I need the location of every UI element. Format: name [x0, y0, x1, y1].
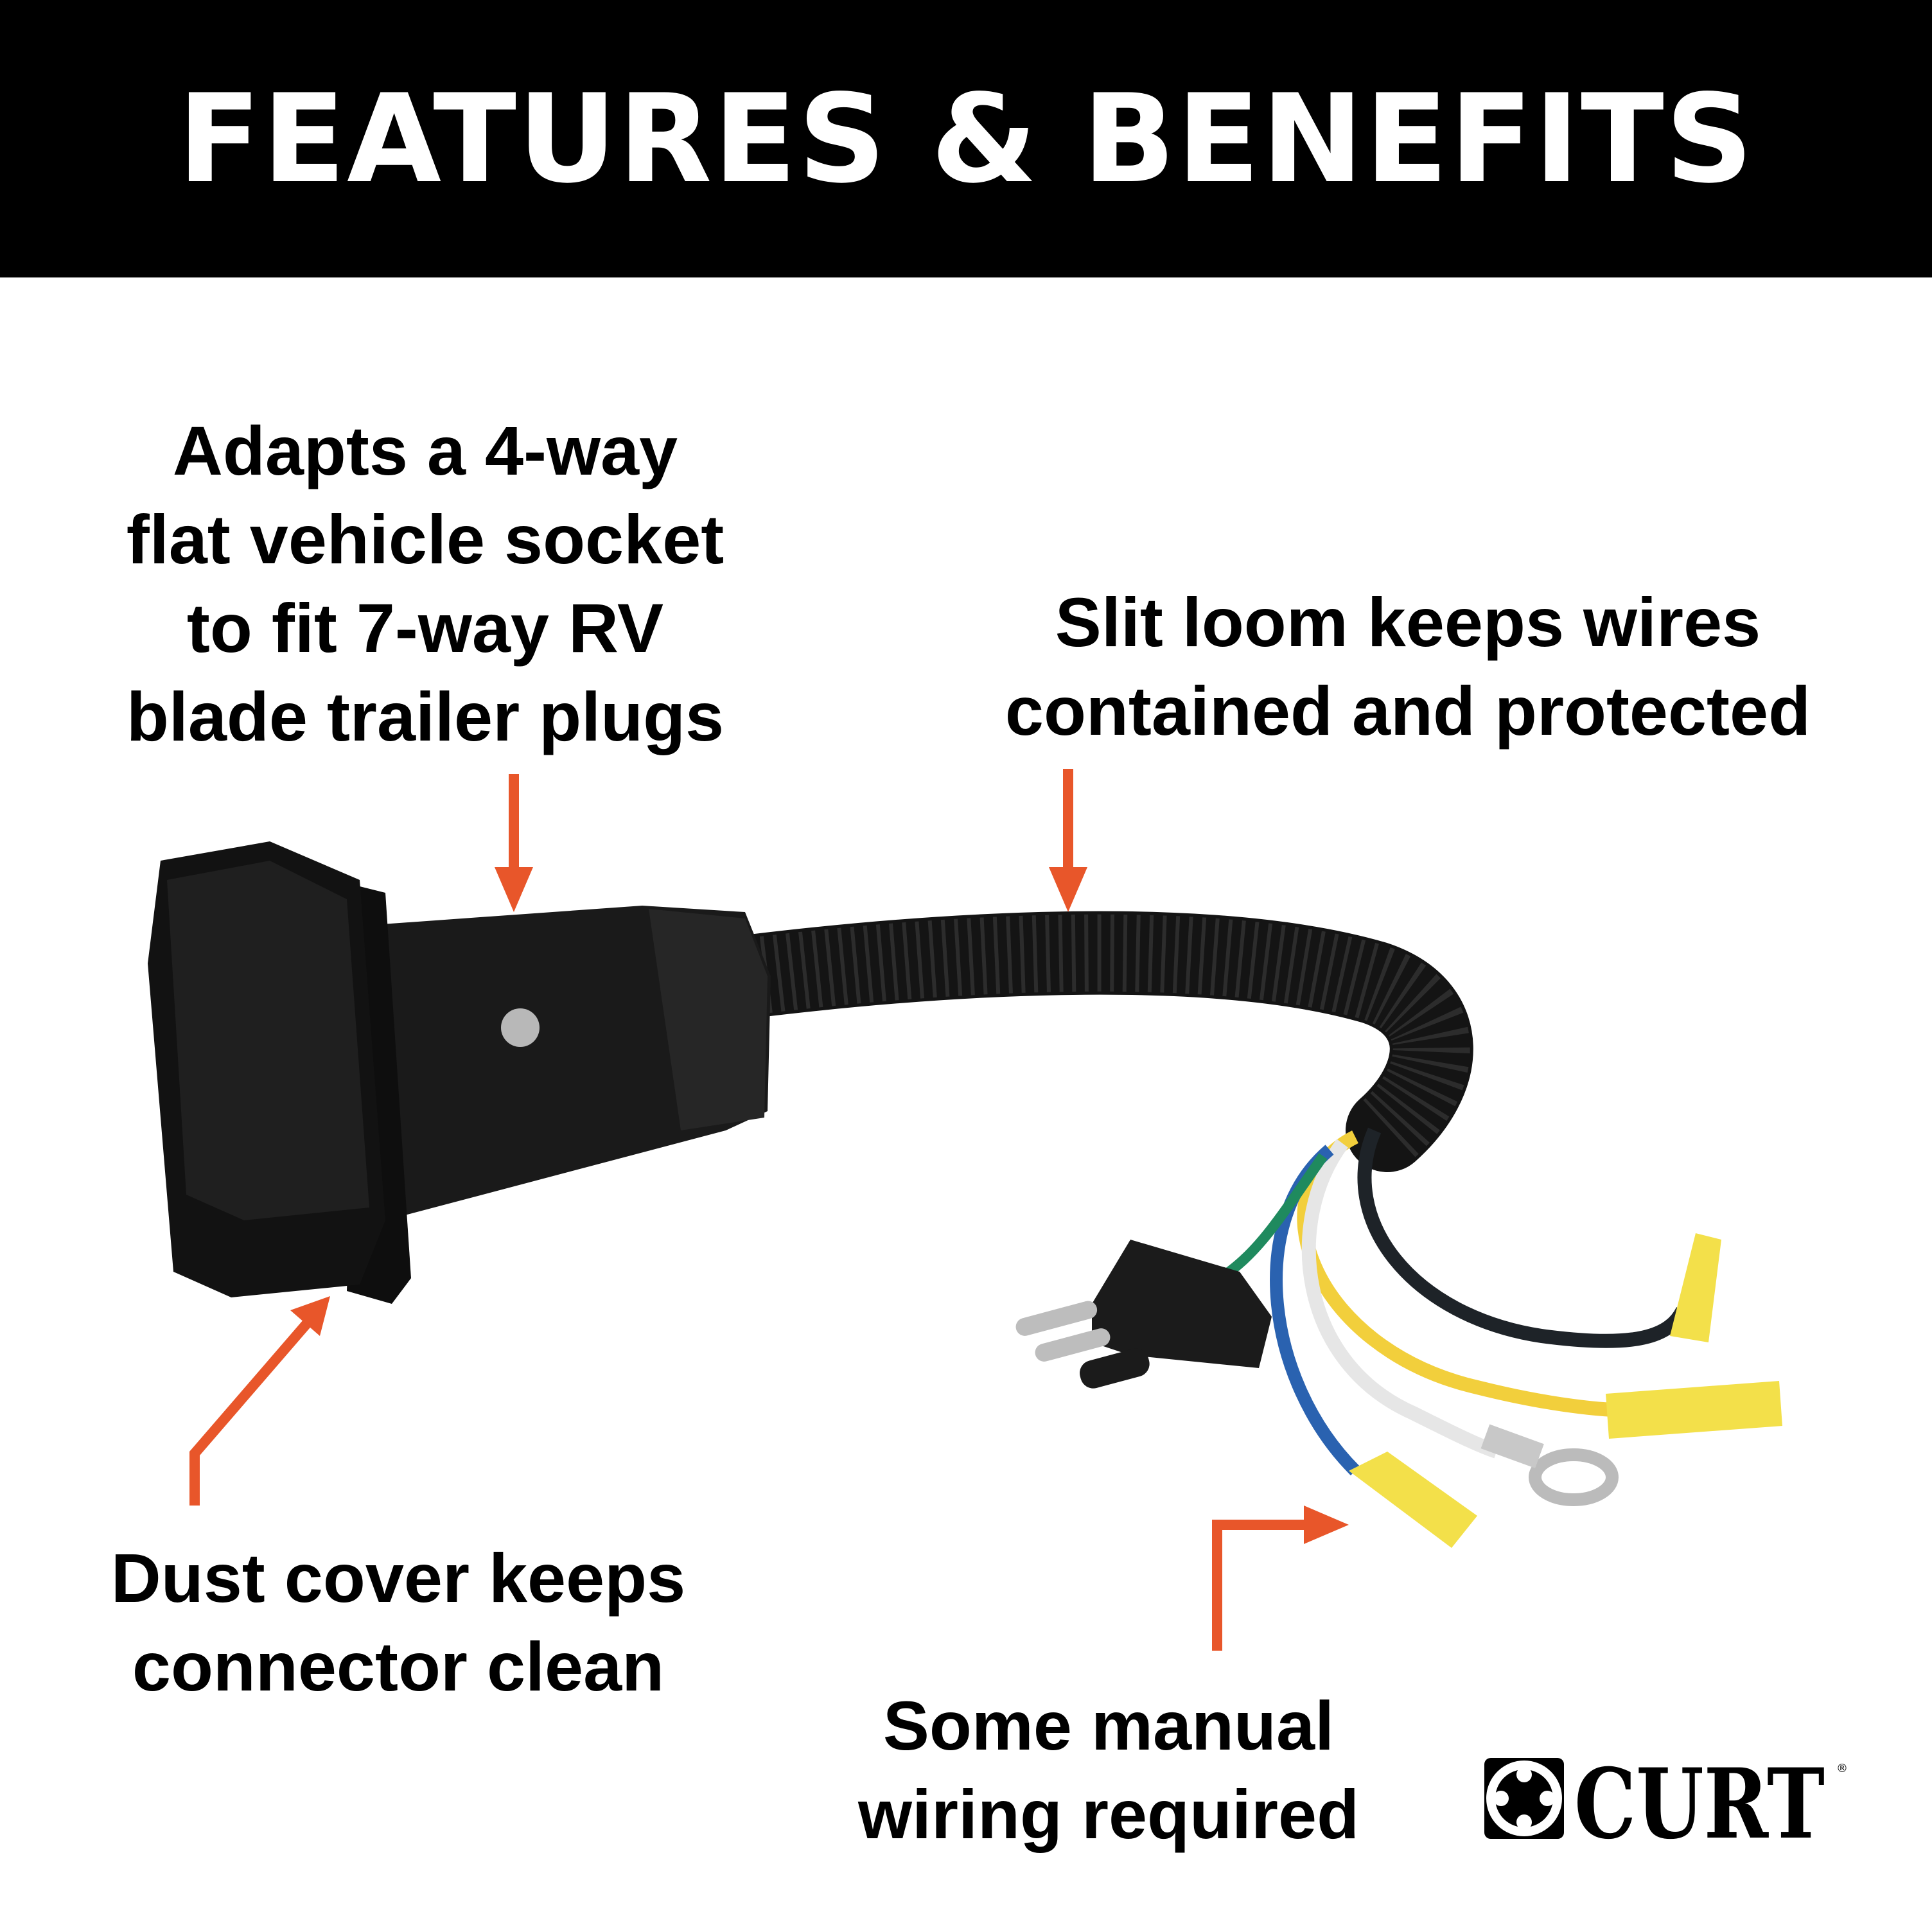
- callout-line: Some manual: [883, 1687, 1335, 1764]
- arrow-wiring: [1212, 1506, 1349, 1651]
- arrow-loom: [1049, 769, 1087, 912]
- 4-way-flat-plug: [1015, 1240, 1272, 1389]
- arrow-dust-cover: [189, 1296, 330, 1506]
- header-banner: FEATURES & BENEFITS: [0, 0, 1932, 277]
- callout-loom: Slit loom keeps wires contained and prot…: [1005, 578, 1811, 755]
- callout-line: Adapts a 4-way: [172, 412, 678, 489]
- callout-line: Dust cover keeps: [110, 1539, 686, 1617]
- wire-green: [1217, 1153, 1328, 1283]
- callout-dust-cover: Dust cover keeps connector clean: [111, 1534, 685, 1711]
- 7-way-socket: [148, 841, 771, 1304]
- callout-adapts: Adapts a 4-way flat vehicle socket to fi…: [127, 407, 724, 761]
- callout-line: wiring required: [857, 1775, 1360, 1853]
- page-title: FEATURES & BENEFITS: [177, 67, 1755, 210]
- callout-line: contained and protected: [1005, 672, 1811, 750]
- wire-yellow: [1297, 1130, 1619, 1417]
- ring-terminal: [1529, 1448, 1619, 1506]
- butt-connector: [1670, 1233, 1721, 1342]
- callout-wiring: Some manual wiring required: [858, 1682, 1359, 1859]
- butt-connector: [1349, 1452, 1477, 1548]
- butt-connector: [1606, 1381, 1782, 1439]
- screw: [501, 1008, 540, 1047]
- callout-line: blade trailer plugs: [126, 678, 724, 755]
- callout-line: connector clean: [132, 1628, 665, 1705]
- wire-white: [1301, 1139, 1499, 1459]
- curt-mark-icon: [1484, 1758, 1564, 1839]
- arrow-adapts: [495, 774, 533, 912]
- curt-logo: CURT ®: [1484, 1755, 1857, 1841]
- wire-black: [1357, 1127, 1689, 1348]
- callout-line: flat vehicle socket: [126, 500, 724, 578]
- callout-line: Slit loom keeps wires: [1055, 583, 1761, 661]
- logo-wordmark: CURT: [1574, 1755, 1825, 1841]
- registered-mark: ®: [1836, 1762, 1848, 1775]
- callout-line: to fit 7-way RV: [186, 589, 664, 667]
